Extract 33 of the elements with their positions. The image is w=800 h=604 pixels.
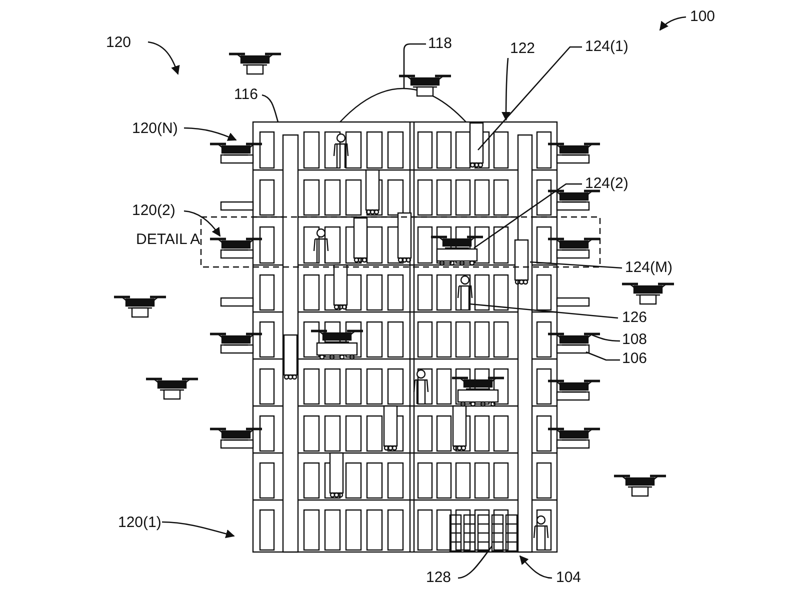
- leader-line: [262, 94, 279, 122]
- reference-numeral: 122: [510, 40, 536, 58]
- leader-line: [474, 183, 582, 249]
- reference-numeral: 120: [106, 34, 132, 52]
- reference-numeral: 104: [556, 569, 582, 587]
- reference-numeral: 108: [622, 331, 648, 349]
- reference-numeral: 120(N): [132, 120, 178, 138]
- reference-numeral: 120(2): [132, 202, 176, 220]
- reference-numeral: 120(1): [118, 514, 162, 532]
- arrow: [502, 58, 510, 121]
- leader-line: [530, 261, 622, 269]
- reference-numeral: 124(M): [625, 259, 673, 277]
- reference-numeral: 116: [234, 86, 258, 104]
- arrow: [184, 127, 237, 141]
- arrow: [519, 555, 552, 579]
- arrow: [184, 210, 221, 237]
- reference-numeral: 126: [622, 309, 648, 327]
- arrow: [148, 41, 180, 75]
- reference-numeral: 106: [622, 350, 648, 368]
- leader-line: [478, 46, 582, 150]
- leader-line: [470, 303, 618, 319]
- reference-numeral: 128: [426, 569, 452, 587]
- leader-line: [458, 546, 493, 579]
- arrow: [162, 521, 235, 538]
- arrow: [659, 16, 686, 31]
- detail-label: DETAIL A: [136, 231, 200, 249]
- reference-numeral: 100: [690, 8, 716, 26]
- leader-line: [592, 334, 620, 342]
- reference-numeral: 124(2): [585, 175, 628, 193]
- reference-numeral: 124(1): [585, 38, 628, 56]
- leader-line: [586, 351, 620, 361]
- leader-line: [403, 43, 426, 88]
- reference-numeral: 118: [428, 35, 452, 53]
